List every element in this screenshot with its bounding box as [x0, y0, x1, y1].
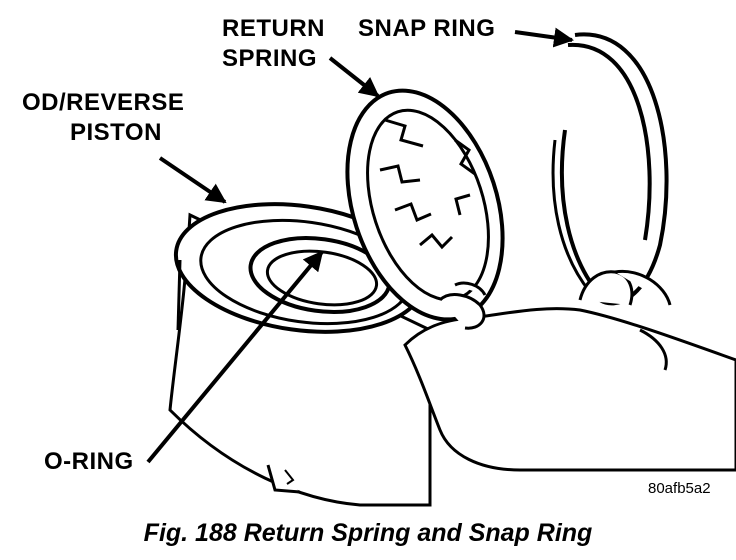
piston-label-line2: PISTON — [70, 119, 162, 146]
snap-ring-arrow — [514, 27, 574, 48]
o-ring-label: O-RING — [44, 448, 134, 475]
return-spring-label-line2: SPRING — [222, 45, 318, 72]
piston-arrow — [158, 156, 227, 204]
leader-arrows — [146, 27, 574, 464]
return-spring-label-line1: RETURN — [222, 15, 325, 42]
piston-label-line1: OD/REVERSE — [22, 89, 185, 116]
o-ring-arrow — [146, 250, 324, 464]
hands — [403, 269, 736, 472]
return-spring-arrow — [328, 56, 380, 98]
figure-code: 80afb5a2 — [648, 480, 711, 497]
snap-ring — [551, 32, 669, 306]
snap-ring-label: SNAP RING — [358, 15, 496, 42]
figure-caption: Fig. 188 Return Spring and Snap Ring — [143, 519, 593, 547]
